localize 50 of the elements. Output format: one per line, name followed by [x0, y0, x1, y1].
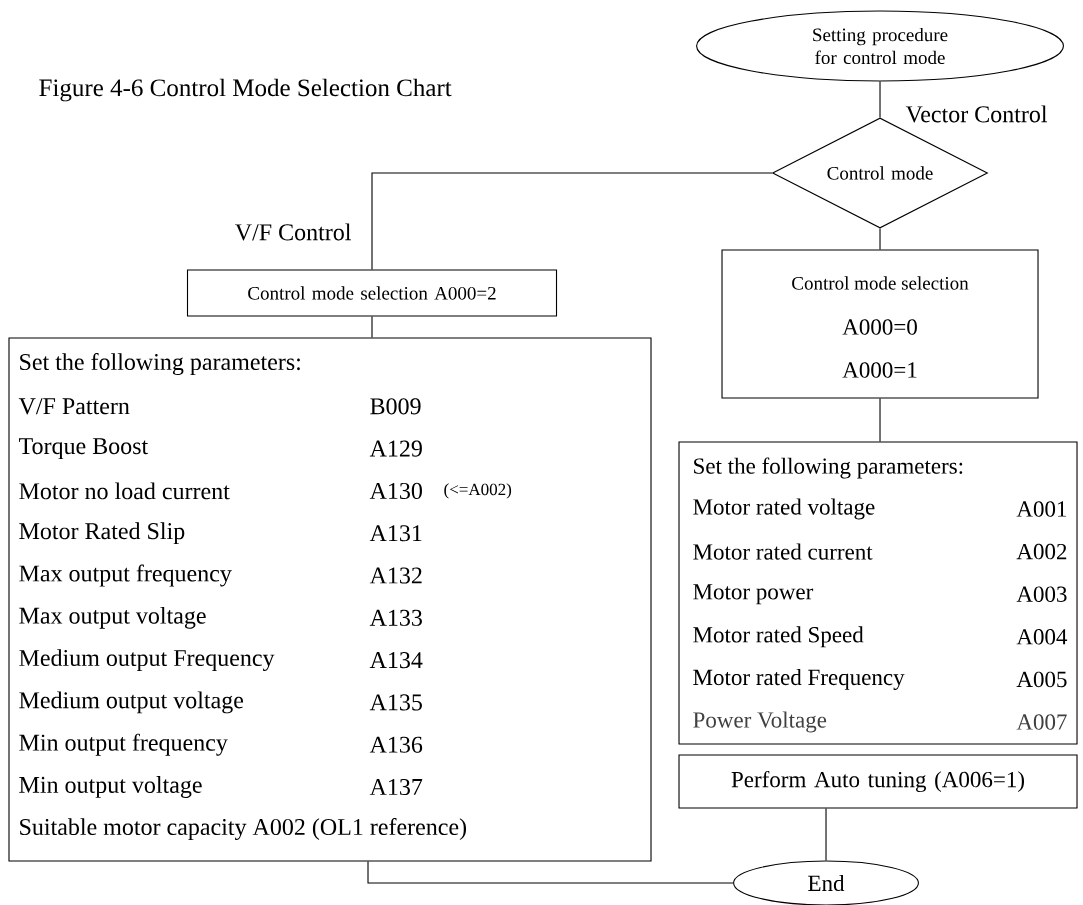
- connector: [371, 316, 373, 338]
- parameter-name: Motor rated voltage: [693, 498, 875, 520]
- box-text: Control mode selection: [792, 276, 969, 290]
- parameter-name: V/F Pattern: [18, 398, 130, 415]
- parameter-code: A005: [1016, 671, 1067, 688]
- note-text: (<=A002): [444, 483, 512, 499]
- parameter-code: B009: [370, 398, 421, 415]
- heading-text: Set the following parameters:: [20, 352, 300, 376]
- connector: [879, 81, 881, 118]
- parameter-code: A130: [369, 482, 422, 499]
- process-box: Perform Auto tuning (A006=1): [678, 754, 1078, 809]
- connector: [879, 398, 881, 442]
- parameter-name: Min output voltage: [19, 776, 202, 798]
- parameter-code: A002: [1016, 543, 1067, 560]
- parameter-name: Motor power: [693, 584, 814, 605]
- parameter-code: A132: [369, 567, 422, 584]
- heading-text: Set the following parameters:: [694, 457, 963, 479]
- parameter-name: Max output frequency: [19, 564, 232, 587]
- parameter-name: Medium output Frequency: [19, 649, 275, 671]
- parameter-code: A136: [369, 736, 423, 753]
- parameter-code: A134: [369, 652, 423, 669]
- parameter-name: Medium output voltage: [19, 691, 244, 714]
- parameter-code: A135: [369, 694, 422, 711]
- note-text: Suitable motor capacity A002 (OL1 reference): [20, 818, 467, 841]
- parameter-code: A137: [369, 778, 423, 796]
- parameter-name: Motor no load current: [19, 482, 230, 500]
- parameter-name: Power Voltage: [693, 711, 827, 733]
- branch-label: V/F Control: [235, 223, 351, 241]
- parameter-code: A007: [1016, 714, 1067, 730]
- parameter-name: Max output voltage: [19, 606, 206, 629]
- parameter-code: A133: [369, 609, 422, 626]
- parameter-name: Motor Rated Slip: [19, 522, 185, 545]
- parameter-name: Motor rated Speed: [693, 626, 864, 648]
- figure-title: Figure 4-6 Control Mode Selection Chart: [39, 78, 452, 102]
- parameter-code: A129: [369, 440, 422, 457]
- connector: [371, 172, 773, 270]
- box-text: A000=0: [842, 319, 917, 335]
- connector: [825, 808, 827, 861]
- box-text: A000=1: [842, 362, 917, 378]
- connector: [879, 228, 881, 250]
- parameter-name: Motor rated current: [693, 543, 873, 560]
- parameter-code: A003: [1016, 586, 1067, 602]
- parameter-name: Min output frequency: [19, 733, 228, 756]
- parameter-name: Torque Boost: [19, 438, 149, 459]
- parameter-name: Motor rated Frequency: [693, 668, 905, 690]
- parameter-code: A001: [1016, 501, 1067, 517]
- connector: [367, 861, 734, 884]
- process-box: Control mode selection A000=2: [186, 269, 558, 317]
- parameter-code: A004: [1016, 629, 1068, 645]
- parameter-code: A131: [369, 525, 422, 542]
